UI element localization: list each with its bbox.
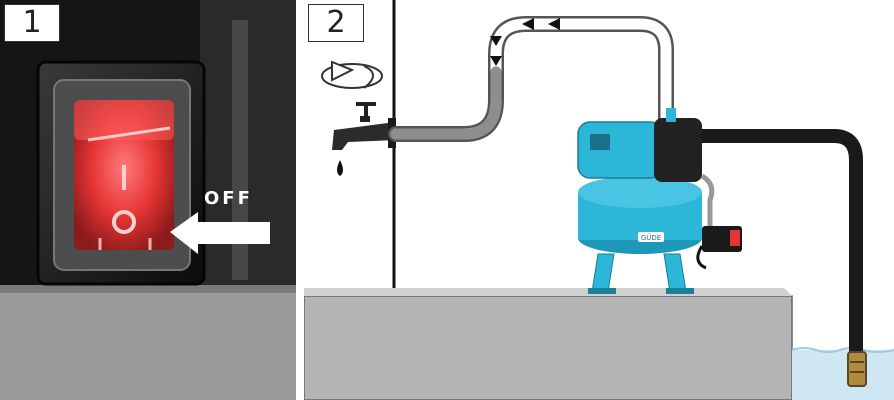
- water-reservoir: [792, 350, 894, 400]
- pump-installation-panel: GÜDE 2: [304, 0, 894, 400]
- faucet-icon: [332, 102, 396, 150]
- water-drop-icon: [337, 160, 343, 176]
- brand-label: GÜDE: [641, 233, 661, 242]
- panel-number: 1: [4, 4, 60, 42]
- foot-valve: [848, 352, 866, 386]
- pump-installation-illustration: GÜDE: [304, 0, 894, 400]
- rotate-valve-icon: [322, 62, 382, 88]
- off-label: OFF: [204, 188, 253, 209]
- switch-photo-panel: 1 OFF: [0, 0, 296, 400]
- panel-number: 2: [308, 4, 364, 42]
